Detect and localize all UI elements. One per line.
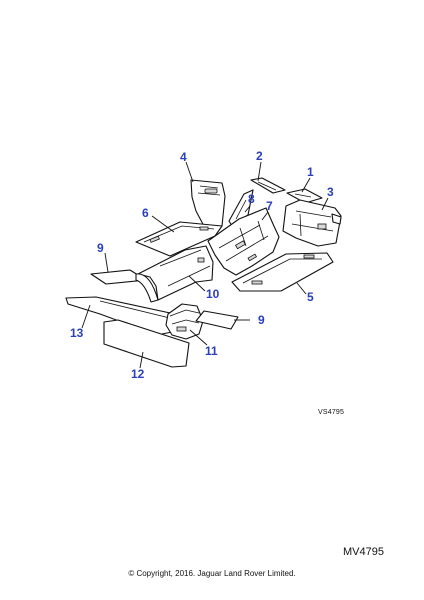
callout-11: 11 (205, 344, 218, 358)
diagram-reference-code: MV4795 (343, 546, 384, 558)
callout-9-upper: 9 (97, 241, 104, 255)
leader-lines (81, 161, 329, 369)
part-6-mat (135, 221, 223, 257)
callout-7: 7 (266, 199, 273, 213)
callout-8: 8 (248, 192, 255, 206)
part-5-floor-mat (231, 252, 334, 292)
diagram-small-reference: VS4795 (318, 409, 345, 416)
part-11-block (165, 303, 204, 340)
part-9-pad-right (195, 310, 239, 330)
callout-6: 6 (142, 206, 149, 220)
part-3-side-panel (282, 199, 342, 247)
callout-1: 1 (307, 165, 314, 179)
callout-labels: 1 2 3 4 5 6 7 8 9 9 10 11 12 13 (70, 149, 334, 381)
callout-13: 13 (70, 326, 84, 340)
part-13-floor-panel (65, 296, 185, 336)
callout-9-lower: 9 (258, 313, 265, 327)
copyright-notice: © Copyright, 2016. Jaguar Land Rover Lim… (128, 569, 296, 578)
callout-5: 5 (307, 290, 314, 304)
callout-12: 12 (131, 367, 145, 381)
callout-4: 4 (180, 150, 187, 164)
callout-3: 3 (327, 185, 334, 199)
part-12-mat (103, 319, 190, 368)
part-7-tunnel-panel (207, 207, 280, 276)
callout-2: 2 (256, 149, 263, 163)
part-4-bracket (190, 179, 226, 229)
part-1-pad (286, 188, 323, 204)
part-2-strip (250, 177, 286, 194)
callout-10: 10 (206, 287, 220, 301)
